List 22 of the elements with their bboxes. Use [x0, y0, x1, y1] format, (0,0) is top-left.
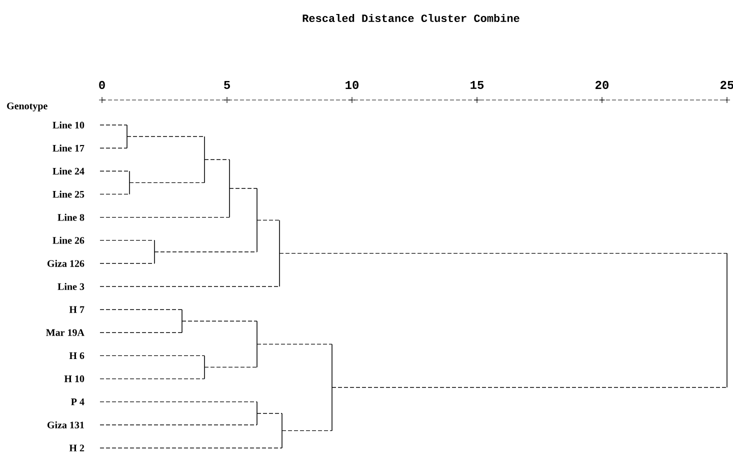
leaf-label: P 4 [71, 398, 84, 406]
tick-label: 20 [596, 80, 608, 90]
leaf-label: H 10 [64, 375, 84, 382]
leaf-label: Line 24 [52, 168, 84, 175]
tick-label: 0 [99, 80, 105, 90]
leaf-label: H 7 [69, 306, 84, 313]
leaf-label: Line 8 [58, 214, 84, 221]
leaf-label: H 2 [69, 444, 84, 452]
leaf-label: Line 10 [52, 121, 84, 128]
chart-title: Rescaled Distance Cluster Combine [302, 14, 520, 22]
tick-label: 5 [224, 80, 230, 89]
leaf-label: Giza 126 [47, 260, 84, 267]
leaf-label: Line 25 [52, 190, 84, 198]
tick-label: 15 [470, 80, 484, 89]
leaf-label: Line 26 [52, 236, 84, 244]
leaf-label: H 6 [69, 352, 84, 360]
leaf-label: Mar 19A [46, 329, 84, 336]
axis-label: Genotype [7, 102, 48, 112]
leaf-label: Line 17 [52, 144, 84, 152]
tick-label: 10 [346, 80, 359, 90]
leaf-label: Giza 131 [47, 421, 84, 428]
leaf-label: Line 3 [58, 282, 84, 290]
